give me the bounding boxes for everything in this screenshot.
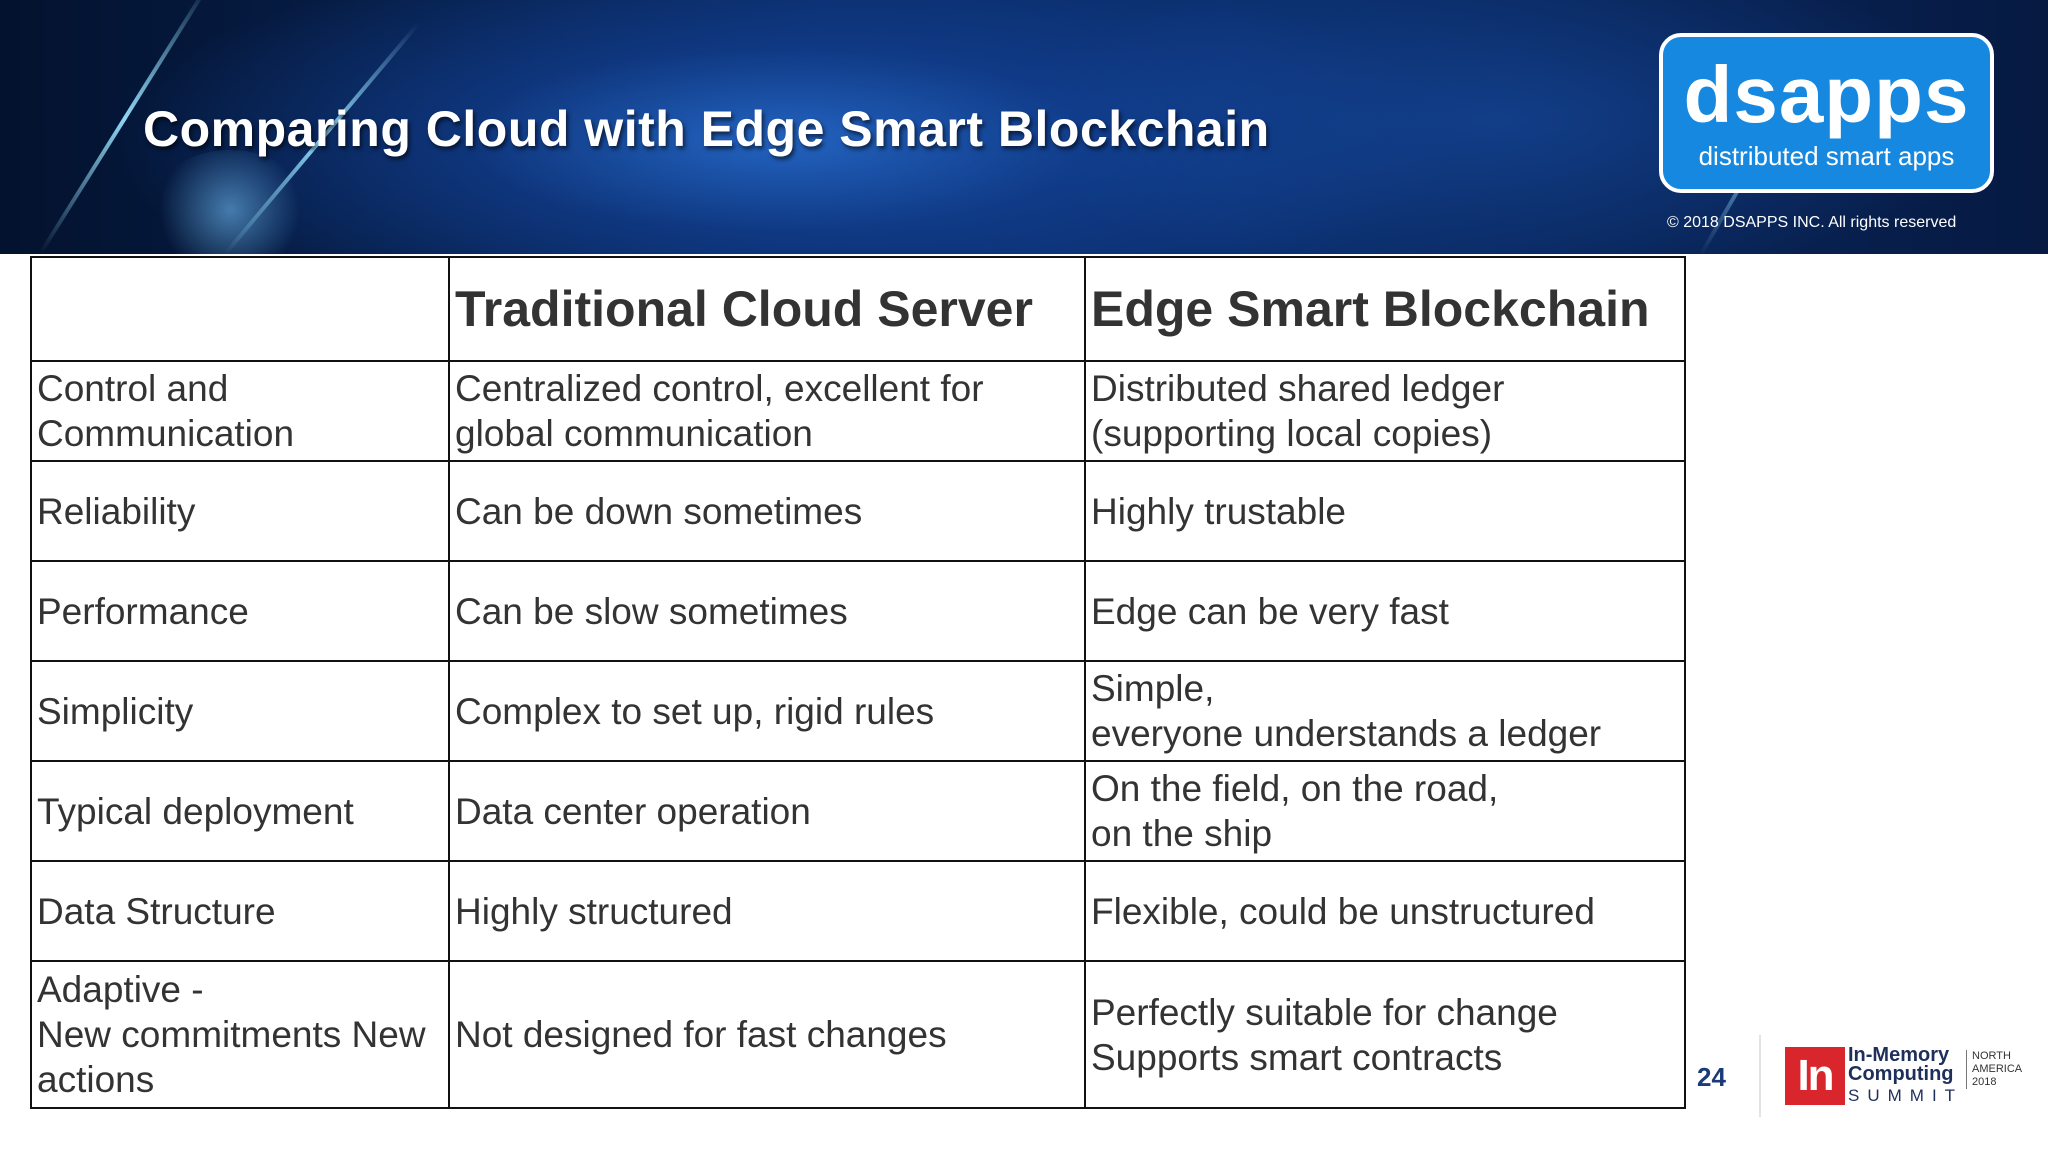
imc-summit-logo-mark: In bbox=[1785, 1047, 1845, 1105]
dsapps-logo: dsapps distributed smart apps bbox=[1659, 33, 1994, 193]
footer-divider bbox=[1759, 1035, 1761, 1117]
row-label: Control and Communication bbox=[30, 360, 450, 462]
blockchain-cell: Simple, everyone understands a ledger bbox=[1084, 660, 1686, 762]
slide-title: Comparing Cloud with Edge Smart Blockcha… bbox=[143, 101, 1270, 157]
header-cell-empty bbox=[30, 256, 450, 362]
cloud-cell: Complex to set up, rigid rules bbox=[448, 660, 1086, 762]
header-cell-blockchain: Edge Smart Blockchain bbox=[1084, 256, 1686, 362]
row-label: Typical deployment bbox=[30, 760, 450, 862]
header-banner: Comparing Cloud with Edge Smart Blockcha… bbox=[0, 0, 2048, 254]
comparison-table: Traditional Cloud Server Edge Smart Bloc… bbox=[30, 256, 1686, 1109]
blockchain-cell: Highly trustable bbox=[1084, 460, 1686, 562]
copyright-notice: © 2018 DSAPPS INC. All rights reserved bbox=[1667, 214, 1957, 231]
logo-wordmark: dsapps bbox=[1683, 50, 1970, 139]
logo-tagline: distributed smart apps bbox=[1698, 141, 1955, 171]
table-header-row: Traditional Cloud Server Edge Smart Bloc… bbox=[30, 256, 1686, 362]
imc-logo-line2: Computing bbox=[1848, 1063, 1954, 1085]
banner-glow bbox=[150, 150, 310, 254]
row-label: Reliability bbox=[30, 460, 450, 562]
row-label: Adaptive - New commitments New actions bbox=[30, 960, 450, 1109]
imc-logo-region: NORTH AMERICA 2018 bbox=[1966, 1050, 2032, 1089]
blockchain-cell: Distributed shared ledger (supporting lo… bbox=[1084, 360, 1686, 462]
cloud-cell: Data center operation bbox=[448, 760, 1086, 862]
header-cell-cloud: Traditional Cloud Server bbox=[448, 256, 1086, 362]
table-row: Simplicity Complex to set up, rigid rule… bbox=[30, 660, 1686, 762]
imc-logo-line1: In-Memory bbox=[1848, 1044, 1950, 1066]
table-row: Reliability Can be down sometimes Highly… bbox=[30, 460, 1686, 562]
blockchain-cell: Flexible, could be unstructured bbox=[1084, 860, 1686, 962]
blockchain-cell: On the field, on the road, on the ship bbox=[1084, 760, 1686, 862]
table-row: Data Structure Highly structured Flexibl… bbox=[30, 860, 1686, 962]
cloud-cell: Centralized control, excellent for globa… bbox=[448, 360, 1086, 462]
row-label: Data Structure bbox=[30, 860, 450, 962]
row-label: Performance bbox=[30, 560, 450, 662]
blockchain-cell: Perfectly suitable for change Supports s… bbox=[1084, 960, 1686, 1109]
row-label: Simplicity bbox=[30, 660, 450, 762]
cloud-cell: Can be down sometimes bbox=[448, 460, 1086, 562]
blockchain-cell: Edge can be very fast bbox=[1084, 560, 1686, 662]
table-row: Adaptive - New commitments New actions N… bbox=[30, 960, 1686, 1109]
table-row: Control and Communication Centralized co… bbox=[30, 360, 1686, 462]
table-row: Performance Can be slow sometimes Edge c… bbox=[30, 560, 1686, 662]
page-number: 24 bbox=[1697, 1062, 1726, 1092]
imc-logo-line3: SUMMIT bbox=[1848, 1086, 1964, 1105]
cloud-cell: Can be slow sometimes bbox=[448, 560, 1086, 662]
cloud-cell: Not designed for fast changes bbox=[448, 960, 1086, 1109]
cloud-cell: Highly structured bbox=[448, 860, 1086, 962]
table-row: Typical deployment Data center operation… bbox=[30, 760, 1686, 862]
